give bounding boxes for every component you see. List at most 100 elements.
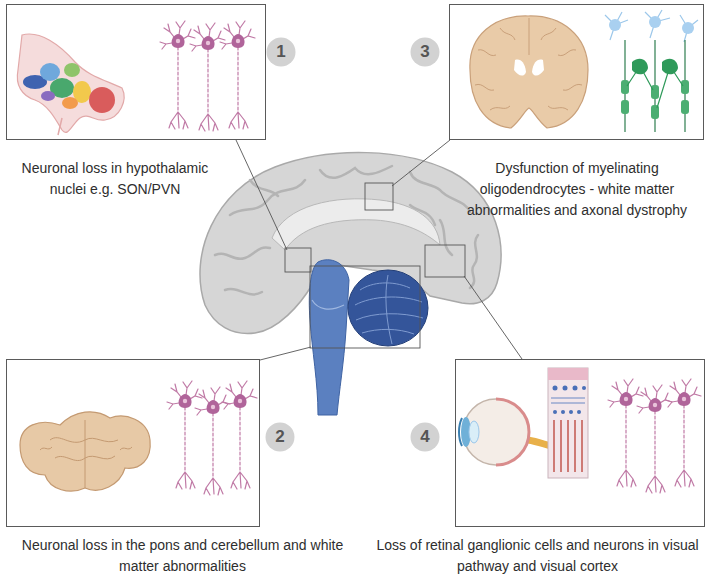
- visual-art: [573, 386, 578, 391]
- visual-art: [563, 386, 568, 391]
- brain-sagittal: [362, 329, 414, 334]
- visual-art: [637, 385, 672, 493]
- callout-circle-shape: [267, 38, 296, 67]
- panel-box: Dysfunction of myelinating oligodendrocy…: [449, 4, 704, 140]
- white-matter-art: [470, 16, 588, 128]
- pons-art: [20, 381, 257, 495]
- leader-line: [464, 276, 522, 359]
- white-matter-art: [621, 80, 629, 94]
- white-matter-art: [682, 22, 694, 34]
- callout-number-text: 3: [410, 37, 440, 67]
- callout-number: 4: [410, 422, 440, 452]
- visual-art: [577, 410, 581, 414]
- white-matter-art: [651, 85, 659, 99]
- brain-sagittal: [470, 235, 478, 288]
- hypothalamus-art: [89, 87, 115, 113]
- visual-art: [459, 418, 462, 446]
- visual-art: [551, 403, 585, 404]
- visual-art: [560, 420, 562, 472]
- callout-number-text: 2: [265, 422, 295, 452]
- visual-art: [567, 420, 569, 472]
- visual-art: [561, 410, 565, 414]
- brain-sagittal: [348, 270, 428, 346]
- white-matter-art: [470, 10, 698, 132]
- leader-line: [236, 140, 287, 250]
- pons-art: [40, 420, 132, 488]
- white-matter-art: [605, 12, 628, 40]
- white-matter-art: [475, 84, 494, 90]
- callout-circle-shape: [411, 423, 440, 452]
- white-matter-art: [681, 100, 689, 114]
- white-matter-art: [529, 18, 530, 55]
- hypothalamus-art: [17, 21, 255, 135]
- white-matter-art: [625, 40, 685, 132]
- pons-art: [50, 438, 118, 443]
- leader-line: [392, 140, 450, 186]
- visual-art: [553, 420, 555, 472]
- panel-box: Neuronal loss in the pons and cerebellum…: [6, 359, 260, 527]
- white-matter-art: [514, 60, 526, 76]
- visual-art: [469, 421, 479, 443]
- panel-description: Neuronal loss in the pons and cerebellum…: [10, 535, 355, 577]
- brain-sagittal: [440, 220, 452, 255]
- visual-art: [569, 410, 573, 414]
- hypothalamus-art: [62, 97, 78, 109]
- brain-sagittal: [309, 260, 349, 415]
- callout-circle-shape: [266, 423, 295, 452]
- white-matter-art: [621, 100, 629, 114]
- visual-art: [553, 386, 587, 415]
- brain-sagittal: [250, 180, 278, 196]
- brain-sagittal: [215, 247, 270, 258]
- hypothalamus-art: [41, 91, 55, 101]
- panel-description: Dysfunction of myelinating oligodendrocy…: [466, 158, 688, 221]
- white-matter-art: [680, 15, 698, 42]
- white-matter-art: [645, 10, 670, 38]
- callout-circle-shape: [411, 38, 440, 67]
- brain-sagittal: [355, 275, 423, 344]
- visual-art: [666, 379, 701, 487]
- callout-number: 2: [265, 422, 295, 452]
- white-matter-art: [558, 50, 576, 56]
- white-matter-art: [627, 66, 653, 90]
- leader-line: [285, 248, 311, 272]
- visual-art: [554, 420, 582, 472]
- visual-art: [551, 398, 585, 403]
- leader-line: [236, 140, 522, 360]
- white-matter-art: [681, 80, 689, 94]
- hypothalamus-art: [17, 34, 124, 132]
- visual-art: [463, 399, 529, 465]
- visual-art: [608, 379, 643, 487]
- white-matter-art: [475, 18, 582, 110]
- brain-sagittal: [410, 172, 470, 212]
- panel-description: Neuronal loss in hypothalamic nuclei e.g…: [15, 158, 215, 200]
- brain-sagittal: [356, 314, 423, 320]
- callout-number: 3: [410, 37, 440, 67]
- leader-line: [310, 266, 420, 348]
- brain-sagittal: [230, 180, 305, 215]
- visual-art: [496, 399, 529, 465]
- white-matter-art: [605, 10, 698, 42]
- hypothalamus-art: [64, 63, 80, 77]
- visual-art: [582, 386, 586, 390]
- white-matter-art: [532, 60, 544, 76]
- brain-sagittal: [320, 166, 392, 178]
- white-matter-art: [541, 28, 556, 40]
- callout-number: 1: [266, 37, 296, 67]
- visual-art: [548, 368, 588, 380]
- white-matter-art: [563, 84, 582, 90]
- leader-line: [260, 347, 311, 360]
- visual-art: [459, 368, 701, 493]
- visual-art: [574, 420, 576, 472]
- hypothalamus-art: [160, 21, 195, 129]
- leader-line: [365, 183, 393, 210]
- white-matter-art: [649, 16, 661, 28]
- callout-number-text: 4: [410, 422, 440, 452]
- pons-art: [85, 420, 86, 488]
- visual-art: [551, 398, 585, 399]
- hypothalamus-art: [190, 23, 225, 131]
- white-matter-art: [609, 19, 621, 31]
- visual-art: [548, 368, 588, 478]
- white-matter-art: [657, 66, 683, 108]
- brain-sagittal: [312, 300, 344, 309]
